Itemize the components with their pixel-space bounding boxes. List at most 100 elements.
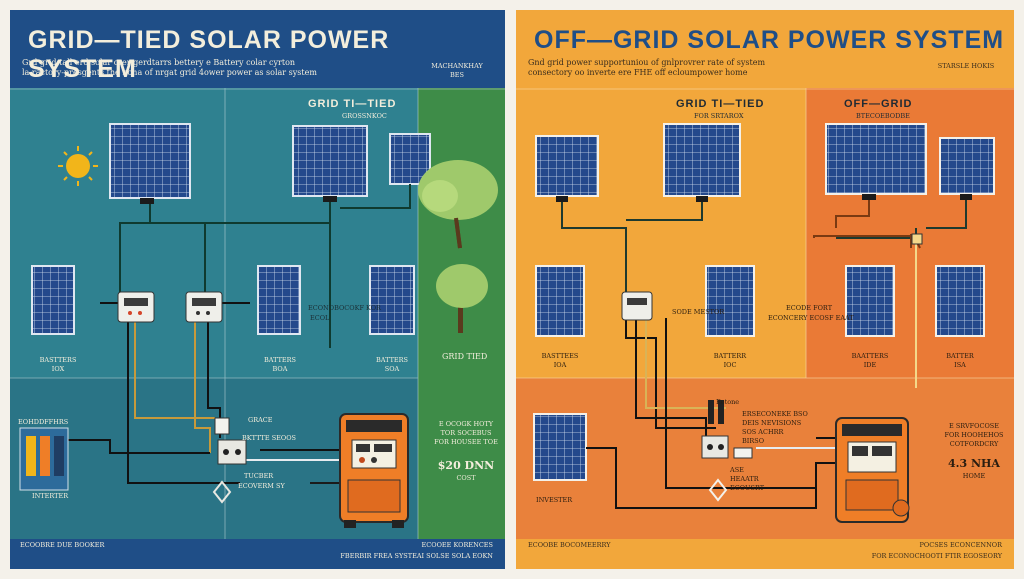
grid-tied-subtitle-1: Grd grid-tall erd solar crer gerdtarrs b…	[22, 58, 296, 67]
footer-right-2: FBERBIR FREA SYSTEAI SOLSE SOLA EOKN	[340, 552, 493, 560]
grid-lines	[516, 88, 1014, 379]
grid-tied-corner-tag: MACHANKHAY BES	[422, 62, 492, 80]
lower-orange-region	[516, 378, 1014, 540]
solar-panel	[935, 265, 985, 337]
grid-tied-sub: FOR SRTAROX	[694, 112, 744, 120]
battery-inverter-unit-icon	[835, 417, 910, 523]
off-grid-panel: OFF—GRID SOLAR POWER SYSTEM Gnd grid pow…	[516, 10, 1014, 569]
off-grid-corner-tag: STARSLE HOKIS	[937, 62, 995, 70]
footer-left: ECOOBRE DUE BOOKER	[20, 541, 105, 549]
wiring	[50, 184, 411, 484]
grid-tied-section-sub: GROSSNKOC	[342, 112, 387, 120]
solar-panel	[663, 123, 741, 202]
grid-tied-footer: ECOOBRE DUE BOOKER ECOOEE KORENCES FBERB…	[10, 539, 505, 569]
corner-tag-line-1: MACHANKHAY	[431, 62, 483, 70]
grid-tied-title: GRID—TIED SOLAR POWER SYSTEM	[28, 26, 390, 83]
solar-panel	[109, 123, 191, 204]
center-label: SODE MESTOR	[672, 308, 725, 316]
inverter-cabinet-icon	[19, 427, 69, 491]
note-deis: DEIS NEVISIONS	[742, 419, 802, 427]
solar-panel	[845, 265, 895, 337]
note-eetone: Eetone	[716, 398, 740, 406]
footer-right-1: ECOOEE KORENCES	[421, 541, 493, 549]
footer-right-1: POCSES ECONCENNOR	[919, 541, 1002, 549]
grid-tied-section-heading: GRID TI—TIED	[308, 98, 397, 110]
gauge-label: EOHDDFFHRS	[18, 418, 69, 426]
off-grid-heading: OFF—GRID	[844, 98, 913, 110]
solar-panel	[257, 265, 301, 335]
solar-panel	[705, 265, 755, 337]
grid-tied-diagram-svg	[10, 88, 505, 540]
footer-right-2: FOR ECONOCHOOTI FTIR EGOSEORY	[871, 552, 1002, 560]
grid-tied-diagram: GRID TI—TIED GROSSNKOC ECONOBOCOKF KOR E…	[10, 88, 505, 540]
grid-tied-panel: GRID—TIED SOLAR POWER SYSTEM Grd grid-ta…	[10, 10, 505, 569]
cables-icon	[708, 400, 724, 424]
note-ecoverm: ECOVERM SY	[238, 482, 285, 490]
note-tucber: TUCBER	[244, 472, 274, 480]
solar-panel	[535, 265, 585, 337]
off-grid-footer: ECOOBE BOCOMEERRY POCSES ECONCENNOR FOR …	[516, 539, 1014, 569]
small-ase: ASE	[730, 466, 744, 474]
tree-icon	[436, 264, 488, 333]
grid-tied-label: GRID TIED	[442, 352, 488, 361]
solar-panel	[939, 137, 995, 200]
meter-box	[621, 291, 653, 321]
solar-panel	[31, 265, 75, 335]
center-label: ECONOBOCOKF KOR	[308, 304, 381, 312]
center-label-3: ECONCERY ECOSF EAAT	[768, 314, 854, 322]
off-grid-diagram-svg	[516, 88, 1014, 540]
grid-tied-subtitle-2: la ractory-presgents the hona of nrgat g…	[22, 68, 317, 77]
cost-word: HOME	[962, 472, 986, 480]
off-grid-sub: BTECOEBODBE	[856, 112, 910, 120]
inverter-label: INTERTER	[32, 492, 69, 500]
note-bkttte: BKTTTE SEOOS	[242, 434, 296, 442]
note-grace: GRACE	[248, 416, 273, 424]
off-grid-subtitle-1: Gnd grid power supportuniou of gnlprovre…	[528, 58, 766, 67]
tree-icon	[418, 160, 498, 249]
solar-panel	[535, 135, 599, 202]
cost-word: COST	[456, 474, 476, 482]
off-grid-subtitle-2: consectory oo inverte ere FHE off ecloum…	[528, 68, 748, 77]
breaker-icon	[701, 435, 729, 459]
center-label-2: ECODE FORT	[786, 304, 833, 312]
meter-box	[117, 291, 155, 323]
solar-panel	[369, 265, 415, 335]
note-sos: SOS ACHRR	[742, 428, 784, 436]
breaker-icon	[214, 417, 247, 465]
cost-value: $20 DNN	[437, 459, 495, 472]
note-ersecone: ERSECONEKE BSO	[742, 410, 808, 418]
solar-panel	[292, 125, 368, 202]
note-birso: BIRSO	[742, 437, 765, 445]
inverter-label: INVESTER	[536, 496, 573, 504]
wiring	[561, 200, 967, 509]
grid-tied-header: GRID—TIED SOLAR POWER SYSTEM Grd grid-ta…	[10, 10, 505, 92]
small-ecousrt: ECOUSRT	[730, 484, 765, 492]
center-label-2: ECOL	[310, 314, 330, 322]
battery-inverter-unit-icon	[339, 413, 409, 528]
small-heaatr: HEAATR	[730, 475, 759, 483]
corner-tag-line-2: BES	[450, 71, 464, 79]
off-grid-header: OFF—GRID SOLAR POWER SYSTEM Gnd grid pow…	[516, 10, 1014, 92]
solar-panel	[533, 413, 587, 481]
off-grid-title: OFF—GRID SOLAR POWER SYSTEM	[534, 26, 1005, 54]
gauge-icon	[708, 478, 728, 502]
connector-icon	[733, 233, 923, 459]
gauge-icon	[212, 480, 232, 504]
footer-left: ECOOBE BOCOMEERRY	[528, 541, 611, 549]
meter-box	[185, 291, 223, 323]
grid-tied-heading: GRID TI—TIED	[676, 98, 765, 110]
solar-panel	[825, 123, 927, 200]
off-grid-diagram: GRID TI—TIED FOR SRTAROX OFF—GRID BTECOE…	[516, 88, 1014, 540]
cost-value: 4.3 NHA	[948, 457, 1000, 470]
sun-icon	[58, 146, 98, 186]
